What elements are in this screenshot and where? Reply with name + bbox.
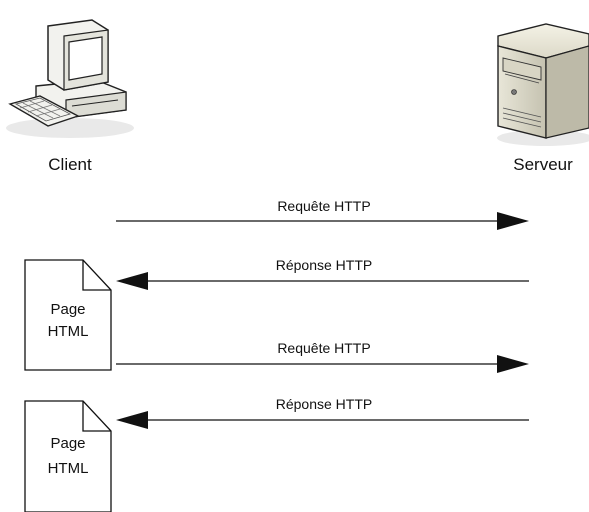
message-label: Réponse HTTP: [276, 257, 372, 273]
document-icon: Page HTML: [24, 259, 112, 371]
document-title-line1: Page: [50, 435, 85, 452]
message-label: Requête HTTP: [277, 340, 370, 356]
message-response-2: Réponse HTTP: [116, 396, 529, 429]
server-tower-icon: [497, 23, 589, 146]
message-label: Réponse HTTP: [276, 396, 372, 412]
document-title-line2: HTML: [48, 323, 89, 340]
message-request-1: Requête HTTP: [116, 198, 529, 230]
client-label: Client: [48, 155, 92, 174]
server-label: Serveur: [513, 155, 573, 174]
document-icon: Page HTML: [24, 400, 112, 512]
desktop-computer-icon: [6, 19, 134, 138]
message-request-2: Requête HTTP: [116, 340, 529, 373]
message-response-1: Réponse HTTP: [116, 257, 529, 290]
document-title-line1: Page: [50, 301, 85, 318]
message-label: Requête HTTP: [277, 198, 370, 214]
document-title-line2: HTML: [48, 460, 89, 477]
